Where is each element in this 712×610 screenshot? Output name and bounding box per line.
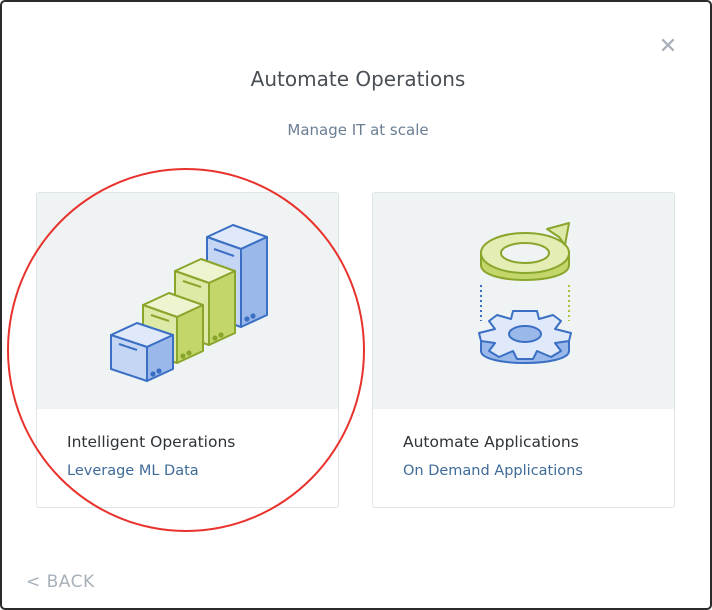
gear-refresh-icon — [478, 222, 572, 364]
dialog-title: Automate Operations — [250, 67, 466, 91]
card-illustration-area — [37, 193, 338, 409]
card-title: Automate Applications — [403, 433, 579, 451]
card-illustration-area — [373, 193, 674, 409]
card-subtitle: On Demand Applications — [403, 463, 583, 479]
card-intelligent-operations[interactable]: Intelligent Operations Leverage ML Data — [36, 192, 339, 508]
card-title: Intelligent Operations — [67, 433, 236, 451]
card-subtitle: Leverage ML Data — [67, 463, 199, 479]
close-icon: ✕ — [658, 33, 678, 59]
dialog-subtitle: Manage IT at scale — [287, 121, 429, 139]
back-button[interactable]: < BACK — [26, 572, 95, 592]
card-automate-applications[interactable]: Automate Applications On Demand Applicat… — [372, 192, 675, 508]
close-button[interactable]: ✕ — [656, 32, 680, 60]
server-stack-icon — [110, 224, 268, 382]
